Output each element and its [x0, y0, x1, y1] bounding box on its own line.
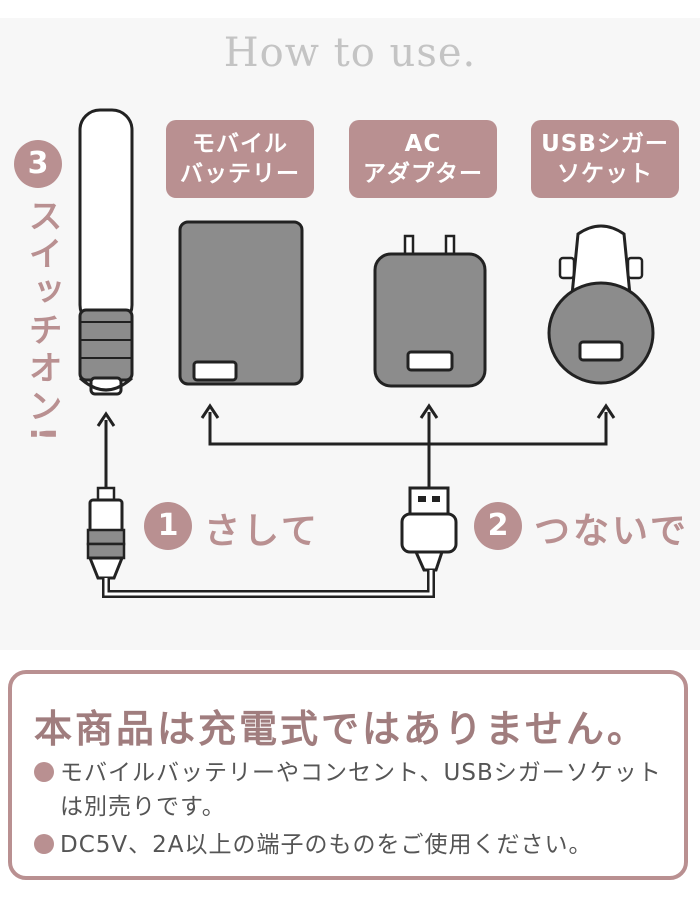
dc-plug-icon — [86, 486, 126, 580]
step-1-circle: 1 — [144, 502, 192, 550]
label-usb-cigar-socket-line1: USBシガー — [541, 131, 669, 157]
connection-diagram — [78, 108, 655, 598]
label-mobile-battery: モバイル バッテリー — [166, 120, 314, 198]
notice-item-1-line2: は別売りです。 — [60, 794, 226, 820]
notice-item-1-line1: モバイルバッテリーやコンセント、USBシガーソケット — [60, 760, 662, 786]
step-3-text: スイッチオン! — [22, 198, 62, 446]
connector-lines — [96, 403, 616, 490]
bullet-icon — [34, 834, 54, 854]
bullet-icon — [34, 762, 54, 782]
label-ac-adapter-line1: AC — [404, 131, 442, 157]
notice-box: 本商品は充電式ではありません。 モバイルバッテリーやコンセント、USBシガーソケ… — [8, 670, 688, 880]
notice-item-1: モバイルバッテリーやコンセント、USBシガーソケット は別売りです。 — [34, 756, 674, 824]
label-ac-adapter-line2: アダプター — [363, 161, 483, 187]
notice-item-2: DC5V、2A以上の端子のものをご使用ください。 — [34, 828, 674, 862]
step-2-text: つないで — [534, 511, 689, 552]
label-ac-adapter: AC アダプター — [349, 120, 497, 198]
ac-adapter-icon — [373, 234, 487, 388]
usb-plug-icon — [400, 486, 458, 572]
cable-line — [102, 570, 435, 598]
step-2-circle: 2 — [474, 502, 522, 550]
page-title: How to use. — [223, 30, 477, 76]
step-1-text: さして — [204, 511, 320, 552]
notice-item-2-line1: DC5V、2A以上の端子のものをご使用ください。 — [60, 832, 593, 858]
label-mobile-battery-line1: モバイル — [192, 131, 288, 157]
mobile-battery-icon — [178, 220, 304, 386]
car-charger-icon — [547, 224, 655, 385]
label-usb-cigar-socket: USBシガー ソケット — [531, 120, 679, 198]
device-stick-icon — [78, 108, 134, 396]
notice-title: 本商品は充電式ではありません。 — [34, 707, 648, 751]
label-mobile-battery-line2: バッテリー — [180, 161, 300, 187]
step-3-circle: 3 — [14, 140, 62, 188]
label-usb-cigar-socket-line2: ソケット — [557, 161, 653, 187]
